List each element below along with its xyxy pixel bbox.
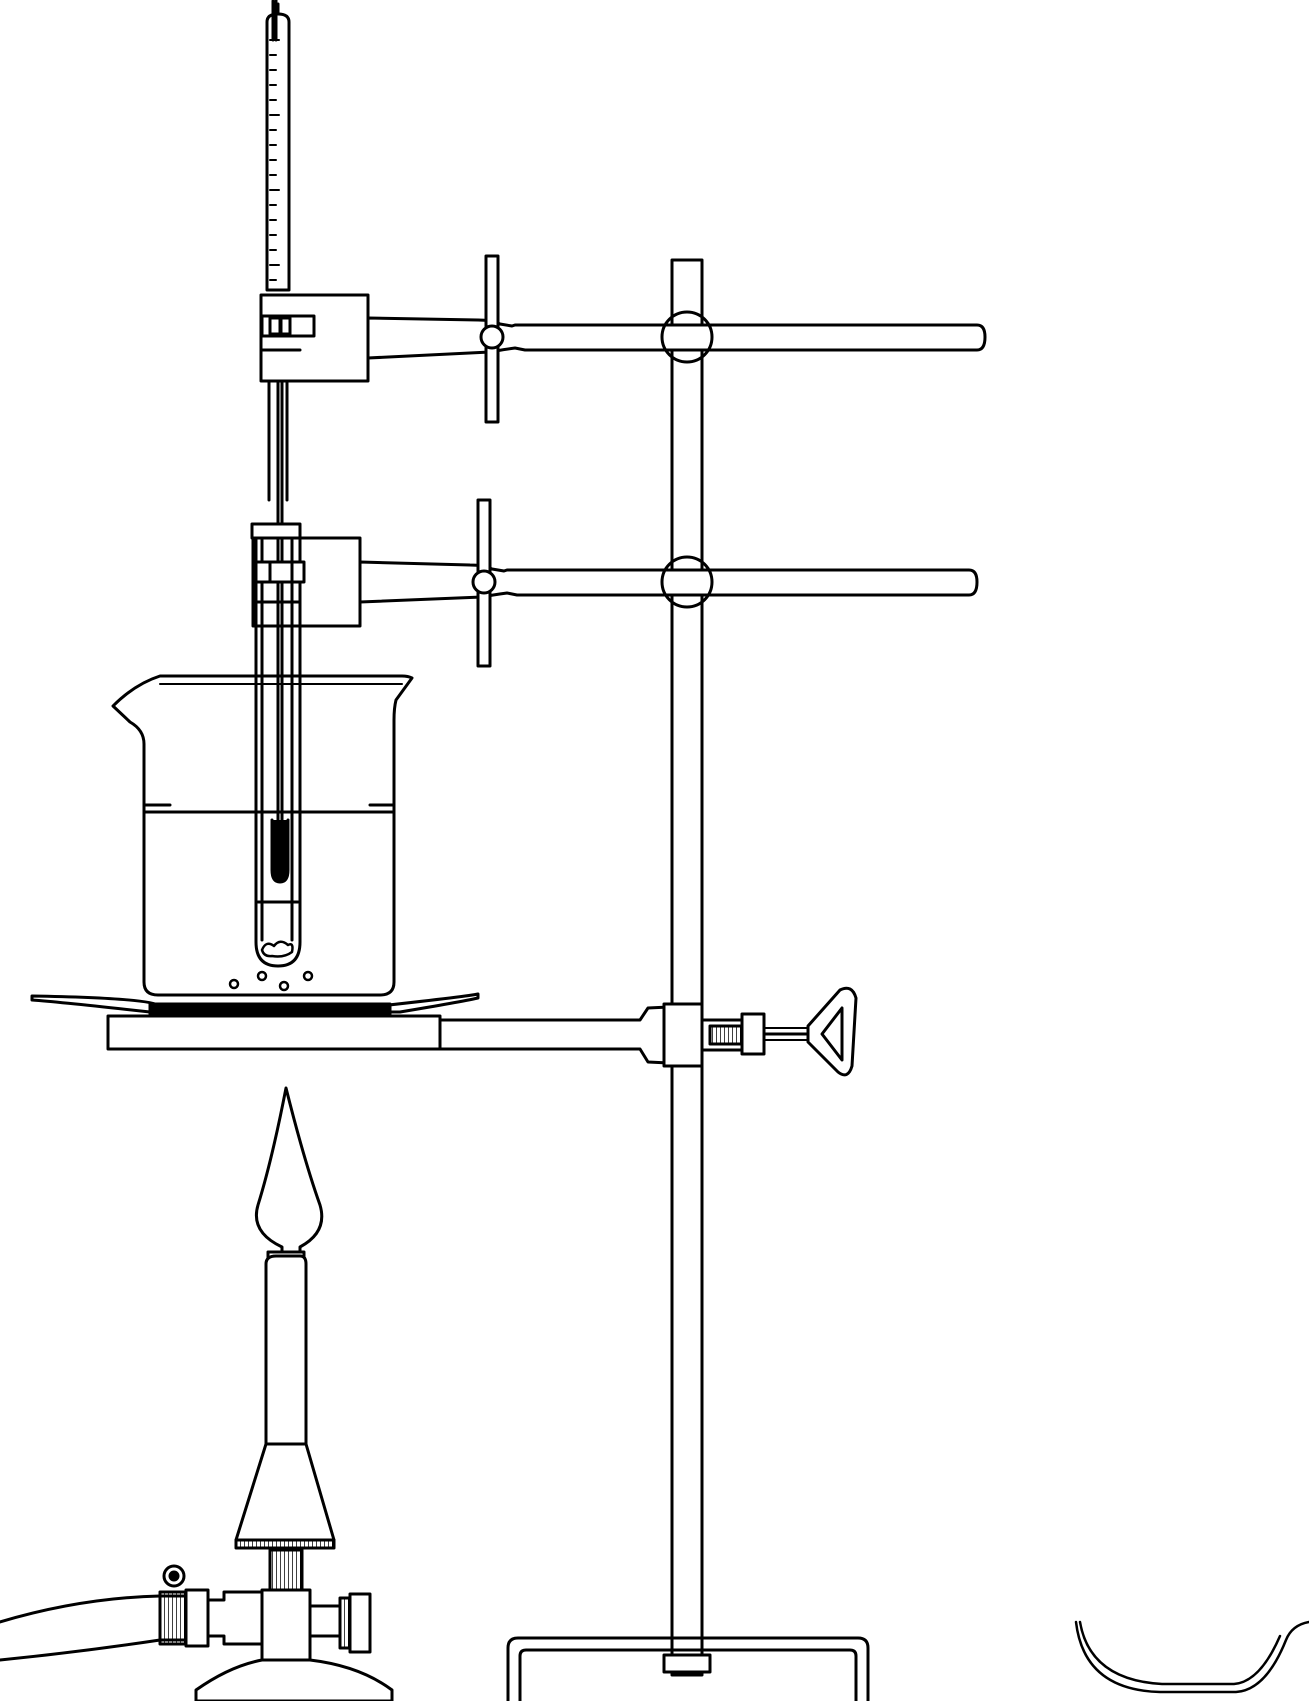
upper-boss-head: [660, 310, 714, 364]
stand-rod: [670, 258, 704, 1677]
lower-clamp-arm: [358, 560, 979, 604]
burner-tube: [264, 1254, 308, 1446]
burner-base: [194, 1658, 394, 1701]
ring-screw-nut: [740, 1012, 766, 1056]
wire-gauze: [30, 992, 480, 1016]
tongs-icon: [1074, 1620, 1309, 1694]
retort-stand: [506, 258, 870, 1701]
stand-foot: [662, 1653, 712, 1674]
ring-boss: [662, 1002, 704, 1068]
burner-ring: [234, 1538, 336, 1550]
bunsen-burner: [194, 1250, 394, 1701]
lower-clamp-knob: [471, 569, 497, 595]
thermometer-bulb: [270, 818, 290, 884]
ring-arm: [438, 1004, 692, 1066]
iron-ring: [106, 986, 858, 1077]
ring-platform: [106, 1014, 442, 1051]
test-tube-solid: [260, 940, 294, 958]
bubbles: [228, 970, 314, 992]
stand-base: [506, 1636, 870, 1701]
lower-boss-head: [660, 555, 714, 609]
beaker: [111, 674, 414, 997]
ring-wing-nut: [806, 986, 858, 1077]
upper-clamp: [259, 254, 987, 424]
stand-base-inner: [518, 1648, 858, 1701]
burner-thread: [268, 1548, 304, 1592]
rubber-tubing: [0, 1564, 210, 1662]
upper-clamp-jaw: [259, 293, 370, 383]
thermometer-lower-stem: [267, 379, 289, 502]
test-tube-rim: [250, 522, 302, 540]
upper-clamp-knob: [479, 324, 505, 350]
burner-body: [260, 1588, 312, 1662]
test-tube: [250, 522, 306, 968]
flame-icon: [255, 1086, 324, 1258]
beaker-outline: [111, 674, 414, 997]
test-tube-body: [254, 536, 302, 968]
burner-valve: [308, 1604, 342, 1638]
lower-clamp: [251, 498, 979, 668]
burner-cone: [234, 1442, 336, 1542]
